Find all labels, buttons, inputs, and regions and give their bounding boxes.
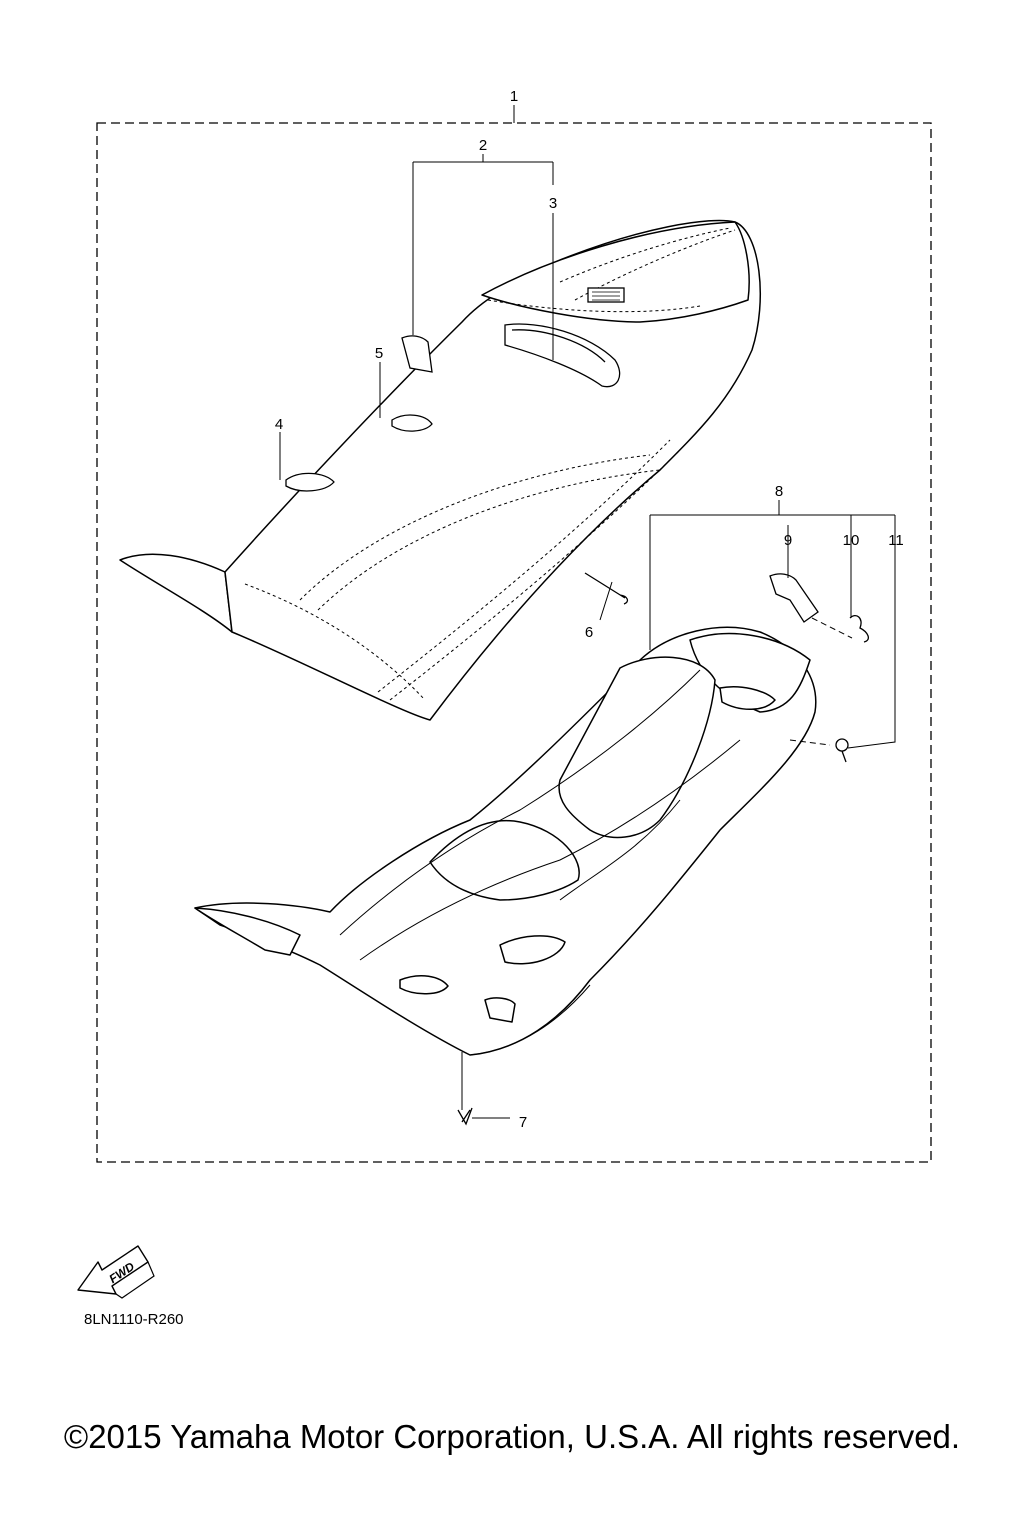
callout-5: 5: [375, 345, 383, 362]
callout-3: 3: [549, 195, 557, 212]
callout-11: 11: [888, 532, 904, 549]
callout-1: 1: [510, 88, 518, 105]
copyright-notice: ©2015 Yamaha Motor Corporation, U.S.A. A…: [63, 1418, 961, 1455]
seat-base-contours: [339, 669, 741, 1056]
seat-base: [194, 626, 817, 1056]
forward-arrow-icon: FWD: [77, 1245, 155, 1299]
assembly-boundary: [96, 122, 932, 1163]
seat-assembly: [119, 219, 761, 721]
callout-4: 4: [275, 416, 283, 433]
small-parts: [457, 572, 869, 1126]
callout-9: 9: [784, 532, 792, 549]
callout-8: 8: [775, 483, 783, 500]
callout-2: 2: [479, 137, 487, 154]
callout-10: 10: [843, 532, 860, 549]
seat-details: [285, 287, 625, 492]
reference-code: 8LN1110-R260: [84, 1311, 184, 1328]
leader-lines: [279, 105, 896, 1119]
callout-7: 7: [519, 1114, 527, 1131]
callout-6: 6: [585, 624, 593, 641]
seat-stitching: [244, 227, 736, 701]
